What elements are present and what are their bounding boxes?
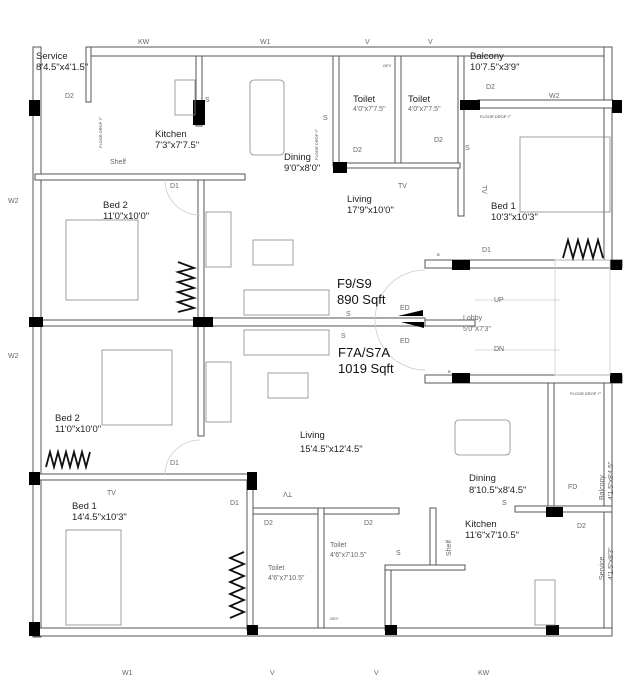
lobby-size: 5'0"X7'3" bbox=[463, 326, 491, 333]
window-kw: KW bbox=[138, 39, 150, 46]
tv-mark: TV bbox=[283, 490, 292, 497]
toilet-size: 4'6"x7'10.5" bbox=[330, 552, 367, 559]
vent-v: V bbox=[428, 39, 433, 46]
vent-v: V bbox=[374, 670, 379, 677]
vent-v: V bbox=[365, 39, 370, 46]
kitchen-size: 7'3"x7'7.5" bbox=[155, 140, 199, 151]
kitchen-name: Kitchen bbox=[465, 519, 497, 530]
balcony-size: 10'7.5"x3'9" bbox=[470, 62, 519, 73]
bell-mark: B bbox=[437, 252, 440, 257]
switch-mark: S bbox=[396, 550, 401, 557]
service-size: 4'1.5"x8'3" bbox=[608, 547, 615, 580]
upper-flat-name: F9/S9 bbox=[337, 276, 372, 291]
columns bbox=[29, 100, 622, 636]
shelf-label: Shelf bbox=[446, 540, 453, 556]
floor-drop-label: FLOOR DROP 7" bbox=[570, 391, 602, 396]
door-d2: D2 bbox=[486, 84, 495, 91]
service-size: 8'4.5"x4'1.5" bbox=[36, 62, 88, 73]
window-w2: W2 bbox=[549, 93, 560, 100]
furniture bbox=[65, 79, 611, 626]
door-d2: D2 bbox=[577, 523, 586, 530]
dining-size: 9'0"x8'0" bbox=[284, 163, 320, 174]
bed1-name: Bed 1 bbox=[72, 501, 97, 512]
floor-drain-mark: FD bbox=[568, 484, 577, 491]
bed2-size: 11'0"x10'0" bbox=[55, 424, 101, 435]
door-d2: D2 bbox=[264, 520, 273, 527]
living-size: 15'4.5"x12'4.5" bbox=[300, 444, 363, 455]
toilet-name: Toilet bbox=[353, 94, 376, 105]
window-w1: W1 bbox=[122, 670, 133, 677]
bed1-size: 14'4.5"x10'3" bbox=[72, 512, 127, 523]
window-kw: KW bbox=[478, 670, 490, 677]
tv-mark: TV bbox=[480, 185, 487, 194]
kitchen-name: Kitchen bbox=[155, 129, 187, 140]
bed1-name: Bed 1 bbox=[491, 201, 516, 212]
switch-mark: S bbox=[346, 311, 351, 318]
toilet-name: Toilet bbox=[408, 94, 431, 105]
toilet-size: 4'6"x7'10.5" bbox=[268, 575, 305, 582]
floor-drop-label: FLOOR DROP 7" bbox=[314, 128, 319, 160]
door-d1: D1 bbox=[170, 183, 179, 190]
balcony-name: Balcony bbox=[470, 51, 504, 62]
floor-drop-label: FLOOR DROP 7" bbox=[98, 116, 103, 148]
service-name: Service bbox=[36, 51, 68, 62]
door-d1: D1 bbox=[482, 247, 491, 254]
toilet-size: 4'0"x7'7.5" bbox=[408, 106, 441, 113]
window-w2: W2 bbox=[8, 353, 19, 360]
switch-mark: S bbox=[502, 500, 507, 507]
toilet-size: 4'0"x7'7.5" bbox=[353, 106, 386, 113]
living-name: Living bbox=[300, 430, 325, 441]
stairs-down: DN bbox=[494, 346, 504, 353]
balcony-name: Balcony bbox=[599, 475, 606, 500]
living-size: 17'9"x10'0" bbox=[347, 205, 394, 216]
door-d2: D2 bbox=[364, 520, 373, 527]
door-d2: D2 bbox=[65, 93, 74, 100]
dining-name: Dining bbox=[284, 152, 311, 163]
lower-flat-name: F7A/S7A bbox=[338, 345, 390, 360]
switch-mark: S bbox=[465, 145, 470, 152]
window-w2: W2 bbox=[8, 198, 19, 205]
service-name: Service bbox=[599, 557, 606, 580]
lobby-name: Lobby bbox=[463, 315, 483, 322]
lower-flat-area: 1019 Sqft bbox=[338, 361, 394, 376]
geyser-mark: GEY bbox=[383, 63, 392, 68]
bed2-name: Bed 2 bbox=[55, 413, 80, 424]
bed2-name: Bed 2 bbox=[103, 200, 128, 211]
dining-name: Dining bbox=[469, 473, 496, 484]
switch-mark: S bbox=[205, 97, 210, 104]
bed2-size: 11'0"x10'0" bbox=[103, 211, 149, 222]
door-d2: D2 bbox=[434, 137, 443, 144]
wardrobe-marks bbox=[45, 236, 604, 619]
geyser-mark: GEY bbox=[330, 616, 339, 621]
living-name: Living bbox=[347, 194, 372, 205]
vent-v: V bbox=[270, 670, 275, 677]
toilet-name: Toilet bbox=[268, 565, 284, 572]
door-d2: D2 bbox=[353, 147, 362, 154]
bed1-size: 10'3"x10'3" bbox=[491, 212, 538, 223]
toilet-name: Toilet bbox=[330, 542, 346, 549]
tv-mark: TV bbox=[107, 490, 116, 497]
switch-mark: S bbox=[323, 115, 328, 122]
entrance-door-label: ED bbox=[400, 305, 410, 312]
tv-mark: TV bbox=[398, 183, 407, 190]
balcony-size: 4'1.5"x8'4.5" bbox=[608, 461, 615, 500]
stairs-up: UP bbox=[494, 297, 504, 304]
upper-flat-area: 890 Sqft bbox=[337, 292, 386, 307]
window-w1: W1 bbox=[260, 39, 271, 46]
bell-mark: B bbox=[448, 369, 451, 374]
dining-size: 8'10.5"x8'4.5" bbox=[469, 485, 526, 496]
kitchen-size: 11'6"x7'10.5" bbox=[465, 530, 519, 541]
switch-mark: S bbox=[341, 333, 346, 340]
door-d1: D1 bbox=[170, 460, 179, 467]
floor-drop-label: FLOOR DROP 7" bbox=[480, 114, 512, 119]
entrance-door-label: ED bbox=[400, 338, 410, 345]
door-d1: D1 bbox=[230, 500, 239, 507]
shelf-label: Shelf bbox=[110, 159, 126, 166]
